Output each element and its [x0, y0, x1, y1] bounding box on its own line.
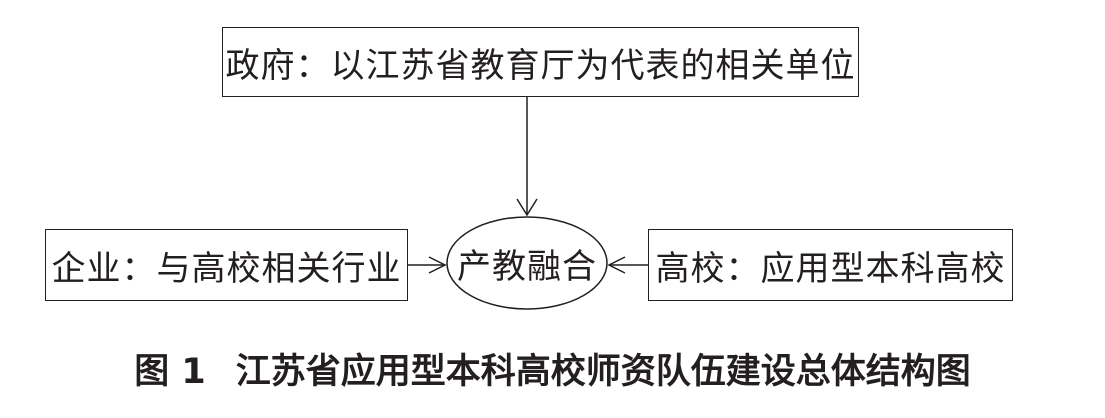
arrowhead-university — [607, 256, 626, 274]
arrowhead-gov — [516, 198, 538, 217]
figure-caption: 图 1 江苏省应用型本科高校师资队伍建设总体结构图 — [0, 338, 1105, 398]
center-label: 产教融合 — [457, 246, 597, 287]
center-node: 产教融合 — [447, 217, 607, 309]
university-label: 高校：应用型本科高校 — [655, 248, 1006, 289]
government-box: 政府：以江苏省教育厅为代表的相关单位 — [222, 27, 859, 97]
enterprise-box: 企业：与高校相关行业 — [45, 229, 408, 301]
center-ellipse — [446, 216, 608, 310]
enterprise-label: 企业：与高校相关行业 — [51, 248, 402, 289]
figure-number: 图 1 — [134, 351, 206, 392]
university-box: 高校：应用型本科高校 — [648, 229, 1013, 301]
figure-title: 江苏省应用型本科高校师资队伍建设总体结构图 — [235, 351, 971, 392]
government-label: 政府：以江苏省教育厅为代表的相关单位 — [225, 45, 856, 86]
arrowhead-enterprise — [428, 256, 447, 274]
